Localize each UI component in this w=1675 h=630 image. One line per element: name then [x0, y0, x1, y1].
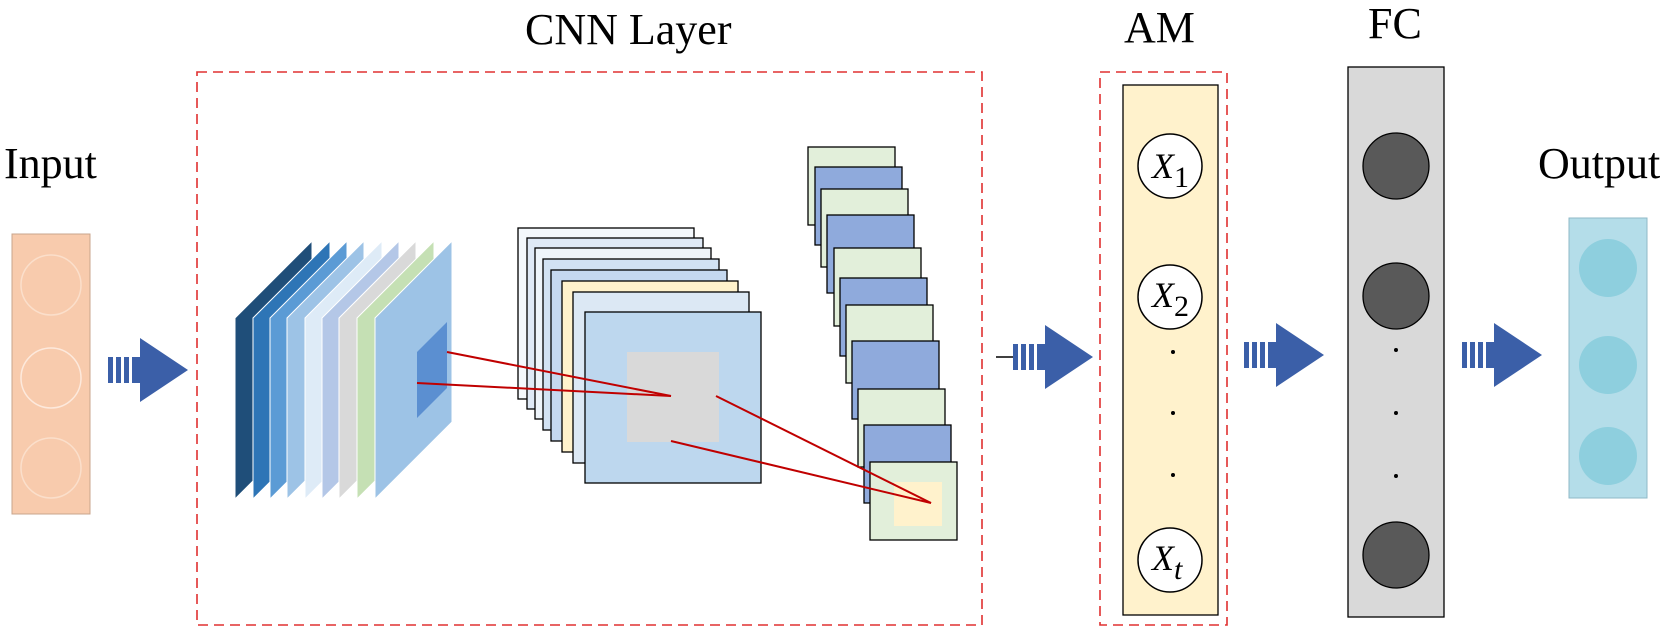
- pooled-patch: [627, 352, 719, 442]
- fc-node: [1362, 521, 1430, 589]
- am-node-circle: [1137, 133, 1203, 199]
- connector-line: [446, 351, 672, 397]
- connector-line: [715, 395, 932, 504]
- am-node-xt: Xt: [1137, 527, 1203, 593]
- output-node: [1579, 427, 1637, 485]
- cnn-feature-map-stack-3: [807, 146, 958, 541]
- am-node-subscript: t: [1174, 553, 1183, 586]
- receptive-field-patch: [417, 322, 447, 418]
- am-node-circle: [1137, 264, 1203, 330]
- connector-line: [416, 382, 672, 397]
- fc-label: FC: [1368, 0, 1422, 48]
- am-node-subscript: 2: [1174, 290, 1189, 323]
- block-arrow-icon: [1462, 323, 1542, 387]
- am-dashed-box: [1099, 71, 1228, 626]
- fc-node: [1362, 262, 1430, 330]
- ellipsis-dot: [1171, 411, 1175, 415]
- am-node-base: X: [1150, 538, 1176, 578]
- block-arrow-icon: [108, 338, 188, 402]
- svg-text:X2: X2: [1150, 275, 1189, 323]
- am-node-base: X: [1150, 146, 1176, 186]
- receptive-field-connectors: [416, 351, 932, 504]
- fc-node: [1362, 132, 1430, 200]
- am-ellipsis: [1171, 350, 1175, 477]
- output-node: [1579, 336, 1637, 394]
- input-label: Input: [4, 139, 97, 188]
- input-bar: [11, 233, 91, 515]
- cnn-feature-map-stack-1: [234, 239, 453, 501]
- ellipsis-dot: [1171, 350, 1175, 354]
- svg-text:Xt: Xt: [1150, 538, 1183, 586]
- am-node-circle: [1137, 527, 1203, 593]
- ellipsis-dot: [1394, 348, 1398, 352]
- block-arrow-icon: [1013, 325, 1093, 389]
- feature-map: [374, 239, 453, 501]
- output-label: Output: [1538, 139, 1660, 188]
- ellipsis-dot: [1394, 474, 1398, 478]
- output-node: [1579, 239, 1637, 297]
- am-node-x1: X1: [1137, 133, 1203, 199]
- cnn-feature-map-stack-2: [517, 227, 762, 484]
- ellipsis-dot: [1171, 473, 1175, 477]
- svg-text:X1: X1: [1150, 146, 1189, 194]
- input-vector: [11, 233, 91, 515]
- cnn-layer-dashed-box: [196, 71, 983, 626]
- connector-line: [670, 440, 932, 504]
- block-arrow-icon: [1244, 323, 1324, 387]
- am-node-x2: X2: [1137, 264, 1203, 330]
- am-node-base: X: [1150, 275, 1176, 315]
- fc-ellipsis: [1394, 348, 1398, 478]
- input-node: [20, 437, 82, 499]
- am-label: AM: [1124, 3, 1195, 52]
- ellipsis-dot: [1394, 411, 1398, 415]
- input-node: [20, 347, 82, 409]
- input-node: [20, 254, 82, 316]
- cnn-layer-label: CNN Layer: [525, 5, 732, 54]
- am-node-subscript: 1: [1174, 161, 1189, 194]
